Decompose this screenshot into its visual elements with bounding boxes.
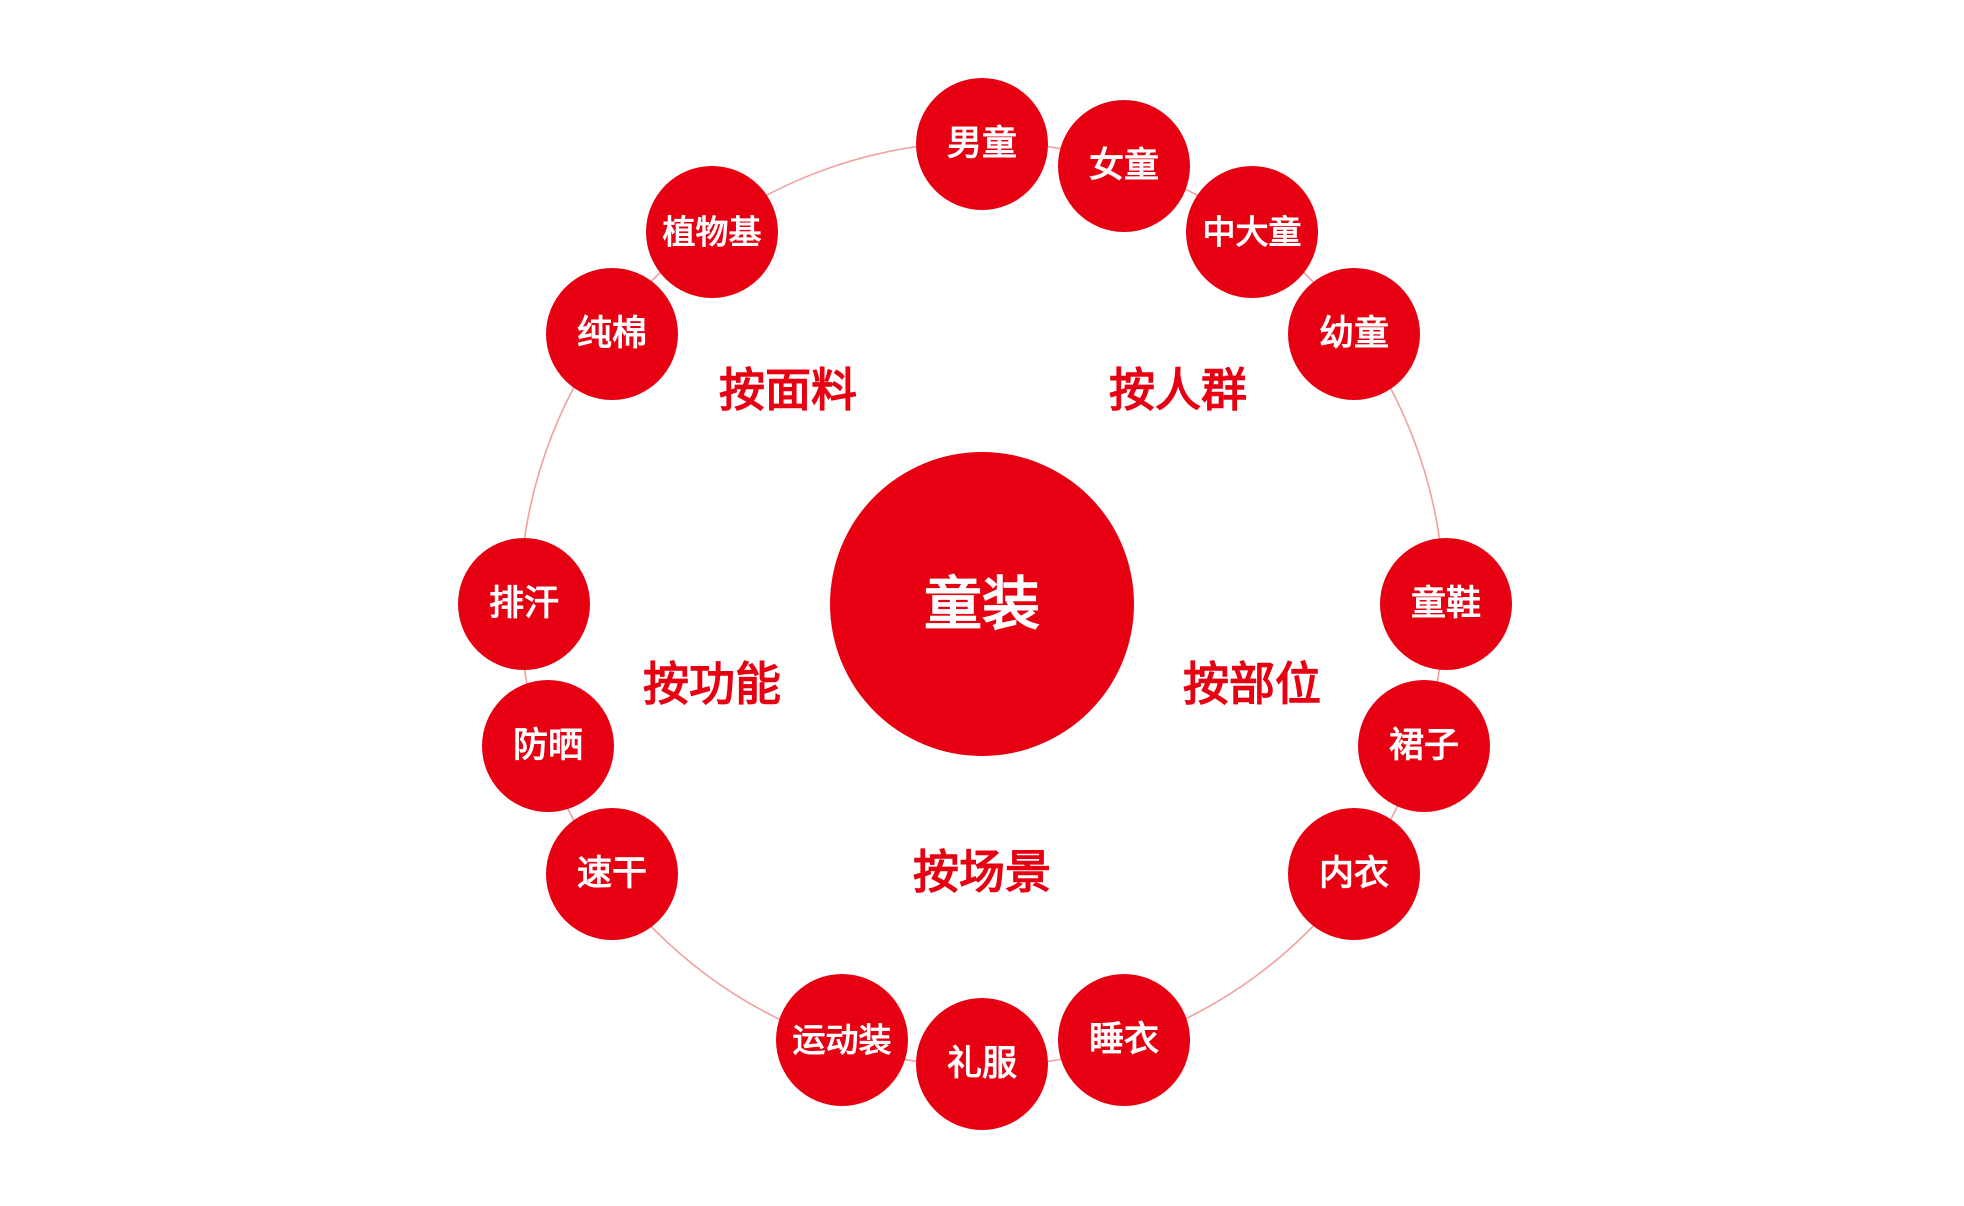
center-label: 童装 [924, 570, 1040, 638]
node-label: 中大童 [1203, 213, 1302, 252]
node-older-kids: 中大童 [1186, 166, 1318, 298]
node-circle [916, 998, 1048, 1130]
node-sportswear: 运动装 [776, 974, 908, 1106]
node-skirt: 裙子 [1358, 680, 1490, 812]
node-label: 裙子 [1389, 726, 1459, 766]
node-label: 排汗 [489, 584, 559, 624]
node-circle [1380, 538, 1512, 670]
category-label-people: 按人群 [1109, 363, 1247, 417]
node-label: 防晒 [513, 726, 583, 766]
node-label: 女童 [1089, 145, 1159, 186]
node-young-kids: 幼童 [1288, 268, 1420, 400]
node-circle [1186, 166, 1318, 298]
node-circle [1288, 808, 1420, 940]
category-label-fabric: 按面料 [719, 363, 857, 417]
node-circle [1058, 100, 1190, 232]
node-label: 睡衣 [1089, 1020, 1159, 1060]
center-circle [830, 452, 1134, 756]
node-label: 运动装 [793, 1021, 892, 1060]
node-underwear: 内衣 [1288, 808, 1420, 940]
category-label-scene: 按场景 [913, 845, 1051, 899]
node-label: 纯棉 [577, 314, 647, 354]
node-circle [1288, 268, 1420, 400]
node-quick-dry: 速干 [546, 808, 678, 940]
node-label: 幼童 [1319, 314, 1389, 354]
node-circle [546, 808, 678, 940]
node-pure-cotton: 纯棉 [546, 268, 678, 400]
node-circle [1058, 974, 1190, 1106]
node-label: 内衣 [1319, 854, 1389, 894]
node-sweat-wicking: 排汗 [458, 538, 590, 670]
node-label: 童鞋 [1411, 584, 1481, 624]
node-pajamas: 睡衣 [1058, 974, 1190, 1106]
node-sun-protection: 防晒 [482, 680, 614, 812]
node-circle [776, 974, 908, 1106]
node-label: 植物基 [663, 213, 762, 252]
node-kids-shoes: 童鞋 [1380, 538, 1512, 670]
node-plant-based: 植物基 [646, 166, 778, 298]
category-label-function: 按功能 [643, 657, 781, 711]
node-circle [646, 166, 778, 298]
category-label-part: 按部位 [1183, 657, 1321, 711]
node-circle [546, 268, 678, 400]
node-circle [1358, 680, 1490, 812]
node-boys: 男童 [916, 78, 1048, 210]
node-circle [916, 78, 1048, 210]
node-formal-wear: 礼服 [916, 998, 1048, 1130]
node-girls: 女童 [1058, 100, 1190, 232]
node-label: 男童 [947, 124, 1017, 164]
node-label: 礼服 [947, 1044, 1017, 1084]
node-circle [458, 538, 590, 670]
node-label: 速干 [577, 854, 647, 894]
node-circle [482, 680, 614, 812]
